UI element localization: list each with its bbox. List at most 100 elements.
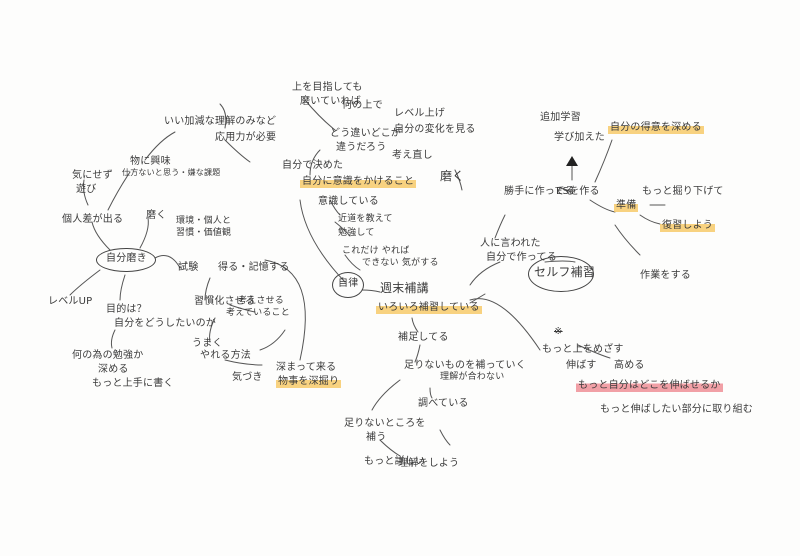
link-center-personal [91,221,111,251]
lacking-3: 調べている [418,398,469,409]
what-for-3: もっと上手に書く [92,378,174,389]
complement-2: 理解をしよう [398,458,460,469]
complement-1: もっと詳しい [364,456,426,467]
gap-2: 補う [366,432,387,443]
polish-node: 磨く [146,210,167,221]
es-node: ESを作る [556,186,600,197]
shortcut-2: 勉強して [338,228,375,238]
upper-2: 磨いていれば [300,96,361,107]
purpose-1: 目的は？ [106,304,147,315]
knowledge-sub: 得る・記憶する [218,262,290,273]
interest-node: 物に興味 [130,156,171,167]
self-goal-node: 自分で決めた [282,160,344,171]
link-lacking-gap [371,379,401,411]
exam-sub-2: 応用力が必要 [215,132,277,143]
further-node: もっと上をめざす [542,344,624,355]
confirm-node: 自分の得意を深める [608,122,704,134]
link-lacking-pull [439,429,451,446]
link-lacking-right [429,387,433,399]
link-knowledge-habit [204,277,211,301]
personal-diff-node: 個人差が出る [62,214,124,225]
polish-sub-1: 環境・個人と [176,216,232,226]
link-further-grow [577,344,611,359]
what-for-1: 何の為の勉強か [72,350,144,361]
assign-node: いろいろ補習している [376,302,482,314]
link-exam-apply [219,103,227,129]
link-method-short [334,221,351,237]
link-goal-method [329,199,341,216]
goal-pink-node: もっと自分はどこを伸ばせるか [576,380,723,392]
link-habit-topic [264,259,306,361]
link-goal-notice [309,149,321,176]
think-1: 考えさせる [238,296,285,306]
center-node-outline [96,248,156,272]
link-personal-irritation [83,179,89,206]
link-weekly-further [469,298,541,351]
link-purpose-what [110,329,116,349]
link-interest-exam [144,131,176,161]
further-head: ※ [554,326,563,337]
grow-node: 伸ばす [566,360,597,371]
why-1: うまく [192,338,223,349]
irritation-1: 気にせず [72,170,113,181]
weekly-node: 週末補講 [380,281,429,295]
compare-1: どう違いどこが [330,128,402,139]
link-think-notice [209,317,216,343]
arrow-up-icon [566,156,578,166]
what-to-do-2: できない 気がする [362,258,439,268]
link-es-confirm [594,139,613,183]
why-2: やれる方法 [200,350,251,361]
raise-node: 高める [614,360,645,371]
gap-1: 足りないところを [344,418,426,429]
level-2: 自分の変化を見る [394,124,476,135]
selfmade-2: 自分で作ってる [486,252,557,263]
link-upper-compare [304,99,336,131]
link-exam-apply2 [224,139,251,163]
link-center-level [69,269,101,296]
irritation-2: 遊び [76,184,97,195]
level-up-node: レベルUP [48,296,93,307]
growth-node: 勝手に作ってる [504,186,575,197]
link-habit-think [229,304,256,313]
link-selfmade-growth [494,214,506,239]
review-node: 復習しよう [660,220,715,232]
what-above: 何の上で [342,100,383,111]
self-node-outline [332,272,364,298]
link-weekly-shift [411,317,419,333]
level-1: レベル上げ [394,108,445,119]
rely-node: もっと掘り下げて [642,186,724,197]
link-center-exam [154,255,181,269]
link-reason-apply [259,329,286,351]
learn-more-node: 学び加えた [554,132,605,143]
think-more-node: 自分に意識をかけること [300,176,417,188]
link-prepare-read [614,224,641,256]
consider-node: 深まって来る [276,362,337,373]
read-node: 作業をする [640,270,691,281]
shift-node: 補足してる [398,332,449,343]
compare-2: 違うだろう [336,142,387,153]
link-es-prepare [589,199,616,213]
selfmade-1: 人に言われた [480,238,541,249]
polish-sub-2: 習慣・価値観 [176,228,232,238]
link-center-purpose [119,274,126,301]
polish-big-node: 磨く [440,169,465,183]
link-upper-big [454,169,463,191]
upper-1: 上を目指しても [292,82,363,93]
center-node: 自分磨き [106,253,147,264]
link-notice-reason [224,359,263,366]
link-personal-interest [107,171,131,211]
link-short-what [344,254,361,271]
link-center-polish [139,217,149,249]
shortcut-1: 近道を教えて [338,214,393,224]
link-growth-es [559,187,573,193]
link-self-weekly [361,289,381,293]
purpose-2: 自分をどうしたいのか [114,318,216,329]
what-for-2: 深める [98,364,129,375]
link-shift-lacking [414,344,421,363]
ponder-node: 考え直し [392,150,433,161]
self-node: 自律 [338,278,359,289]
prepare-node: 準備 [614,200,639,212]
lacking-2: 理解が合わない [440,372,505,382]
